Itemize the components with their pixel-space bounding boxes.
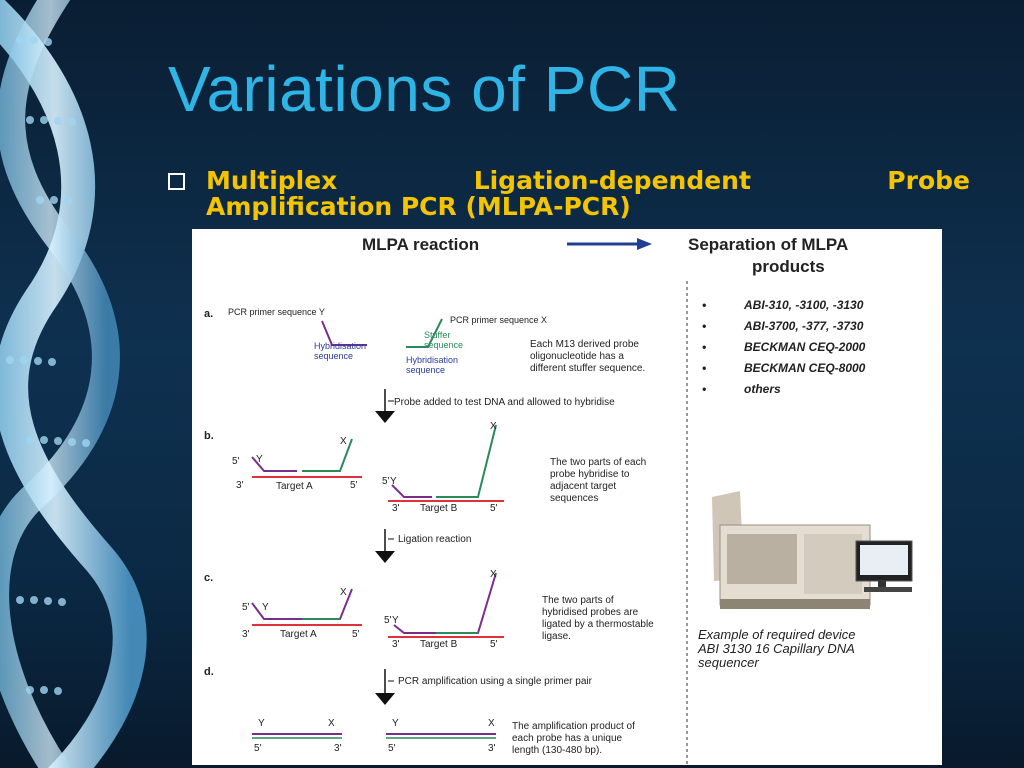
note-b-line: sequences xyxy=(550,493,598,504)
slide-title: Variations of PCR xyxy=(168,53,681,125)
five-prime-mark: 5' xyxy=(242,602,250,613)
stuffer-label: sequence xyxy=(424,340,463,350)
five-prime-mark: 5' xyxy=(232,456,240,467)
probe-right-a xyxy=(406,318,443,348)
sequencer-device-image xyxy=(712,491,913,609)
x-mark: X xyxy=(490,421,497,432)
device-item: ABI-310, -3100, -3130 xyxy=(743,298,864,312)
mlpa-figure: MLPA reaction Separation of MLPA product… xyxy=(192,229,942,765)
note-c-line: ligated by a thermostable xyxy=(542,619,654,630)
note-a-line: oligonucleotide has a xyxy=(530,351,624,362)
three-prime-mark: 3' xyxy=(334,743,342,754)
y-mark: Y xyxy=(256,454,263,465)
probe-left-a xyxy=(321,320,367,346)
hyb-label-right: Hybridisation xyxy=(406,355,458,365)
five-prime-mark: 5' xyxy=(350,480,358,491)
arrow-3-text: PCR amplification using a single primer … xyxy=(398,676,593,687)
note-d-line: The amplification product of xyxy=(512,721,635,732)
note-c-line: ligase. xyxy=(542,631,571,642)
five-prime-mark: 5' xyxy=(384,615,392,626)
step-c-label: c. xyxy=(204,572,213,584)
target-a-label: Target A xyxy=(276,481,313,492)
device-bullet: • xyxy=(702,298,706,312)
note-c-line: The two parts of xyxy=(542,595,614,606)
arrow-1-text: Probe added to test DNA and allowed to h… xyxy=(394,397,615,408)
hyb-label-left: Hybridisation xyxy=(314,341,366,351)
x-mark: X xyxy=(340,587,347,598)
five-prime-mark: 5' xyxy=(388,743,396,754)
bullet-word: Multiplex xyxy=(206,166,338,195)
down-arrow-icon xyxy=(375,693,395,705)
step-d-label: d. xyxy=(204,666,214,678)
note-b-line: adjacent target xyxy=(550,481,616,492)
checkbox-bullet-icon xyxy=(168,173,185,190)
five-prime-mark: 5' xyxy=(490,639,498,650)
five-prime-mark: 5' xyxy=(254,743,262,754)
device-caption-line: Example of required device xyxy=(698,627,856,642)
step-b-diagram: 5' Y X 3' Target A 5' 5' Y X 3' Target B… xyxy=(232,421,504,514)
x-mark: X xyxy=(490,569,497,580)
three-prime-mark: 3' xyxy=(392,503,400,514)
three-prime-mark: 3' xyxy=(236,480,244,491)
note-b-line: The two parts of each xyxy=(550,457,646,468)
three-prime-mark: 3' xyxy=(392,639,400,650)
x-mark: X xyxy=(340,436,347,447)
dna-helix-decoration xyxy=(0,0,147,768)
stuffer-label: Stuffer xyxy=(424,330,450,340)
y-mark: Y xyxy=(262,602,269,613)
header-separation-line1: Separation of MLPA xyxy=(688,235,848,254)
five-prime-mark: 5' xyxy=(382,476,390,487)
primer-x-label: PCR primer sequence X xyxy=(450,315,547,325)
x-mark: X xyxy=(328,718,335,729)
device-caption-line: ABI 3130 16 Capillary DNA xyxy=(697,641,855,656)
device-caption-line: sequencer xyxy=(698,655,759,670)
device-bullet: • xyxy=(702,382,706,396)
device-bullet: • xyxy=(702,340,706,354)
header-arrow-icon xyxy=(637,238,652,250)
note-a-line: different stuffer sequence. xyxy=(530,363,645,374)
step-c-diagram: 5' Y X 3' Target A 5' 5' Y X 3' Target B… xyxy=(242,569,504,650)
step-d-diagram: Y X 5' 3' Y X 5' 3' xyxy=(252,718,496,754)
hyb-label-right: sequence xyxy=(406,365,445,375)
note-c-line: hybridised probes are xyxy=(542,607,639,618)
bullet-word: Ligation-dependent xyxy=(473,166,751,195)
header-separation-line2: products xyxy=(752,257,825,276)
bullet-word: Probe xyxy=(887,166,970,195)
bullet-line-2: Amplification PCR (MLPA-PCR) xyxy=(206,192,631,221)
three-prime-mark: 3' xyxy=(488,743,496,754)
primer-y-label: PCR primer sequence Y xyxy=(228,307,325,317)
y-mark: Y xyxy=(390,476,397,487)
y-mark: Y xyxy=(392,718,399,729)
header-mlpa-reaction: MLPA reaction xyxy=(362,235,479,254)
step-a-label: a. xyxy=(204,308,213,320)
bullet-text: Multiplex Ligation-dependent Probe Ampli… xyxy=(206,168,970,220)
device-item: BECKMAN CEQ-2000 xyxy=(744,340,866,354)
three-prime-mark: 3' xyxy=(242,629,250,640)
note-d-line: each probe has a unique xyxy=(512,733,623,744)
target-b-label: Target B xyxy=(420,639,458,650)
five-prime-mark: 5' xyxy=(352,629,360,640)
note-d-line: length (130-480 bp). xyxy=(512,745,602,756)
target-a-label: Target A xyxy=(280,629,317,640)
device-bullet: • xyxy=(702,361,706,375)
hyb-label-left: sequence xyxy=(314,351,353,361)
y-mark: Y xyxy=(258,718,265,729)
device-bullet: • xyxy=(702,319,706,333)
mlpa-diagram: MLPA reaction Separation of MLPA product… xyxy=(204,235,913,765)
note-b-line: probe hybridise to xyxy=(550,469,630,480)
device-item: BECKMAN CEQ-8000 xyxy=(744,361,866,375)
step-b-label: b. xyxy=(204,430,214,442)
down-arrow-icon xyxy=(375,411,395,423)
arrow-2-text: Ligation reaction xyxy=(398,534,471,545)
device-item: others xyxy=(744,382,781,396)
target-b-label: Target B xyxy=(420,503,458,514)
y-mark: Y xyxy=(392,615,399,626)
x-mark: X xyxy=(488,718,495,729)
down-arrow-icon xyxy=(375,551,395,563)
note-a-line: Each M13 derived probe xyxy=(530,339,639,350)
five-prime-mark: 5' xyxy=(490,503,498,514)
device-item: ABI-3700, -377, -3730 xyxy=(743,319,864,333)
